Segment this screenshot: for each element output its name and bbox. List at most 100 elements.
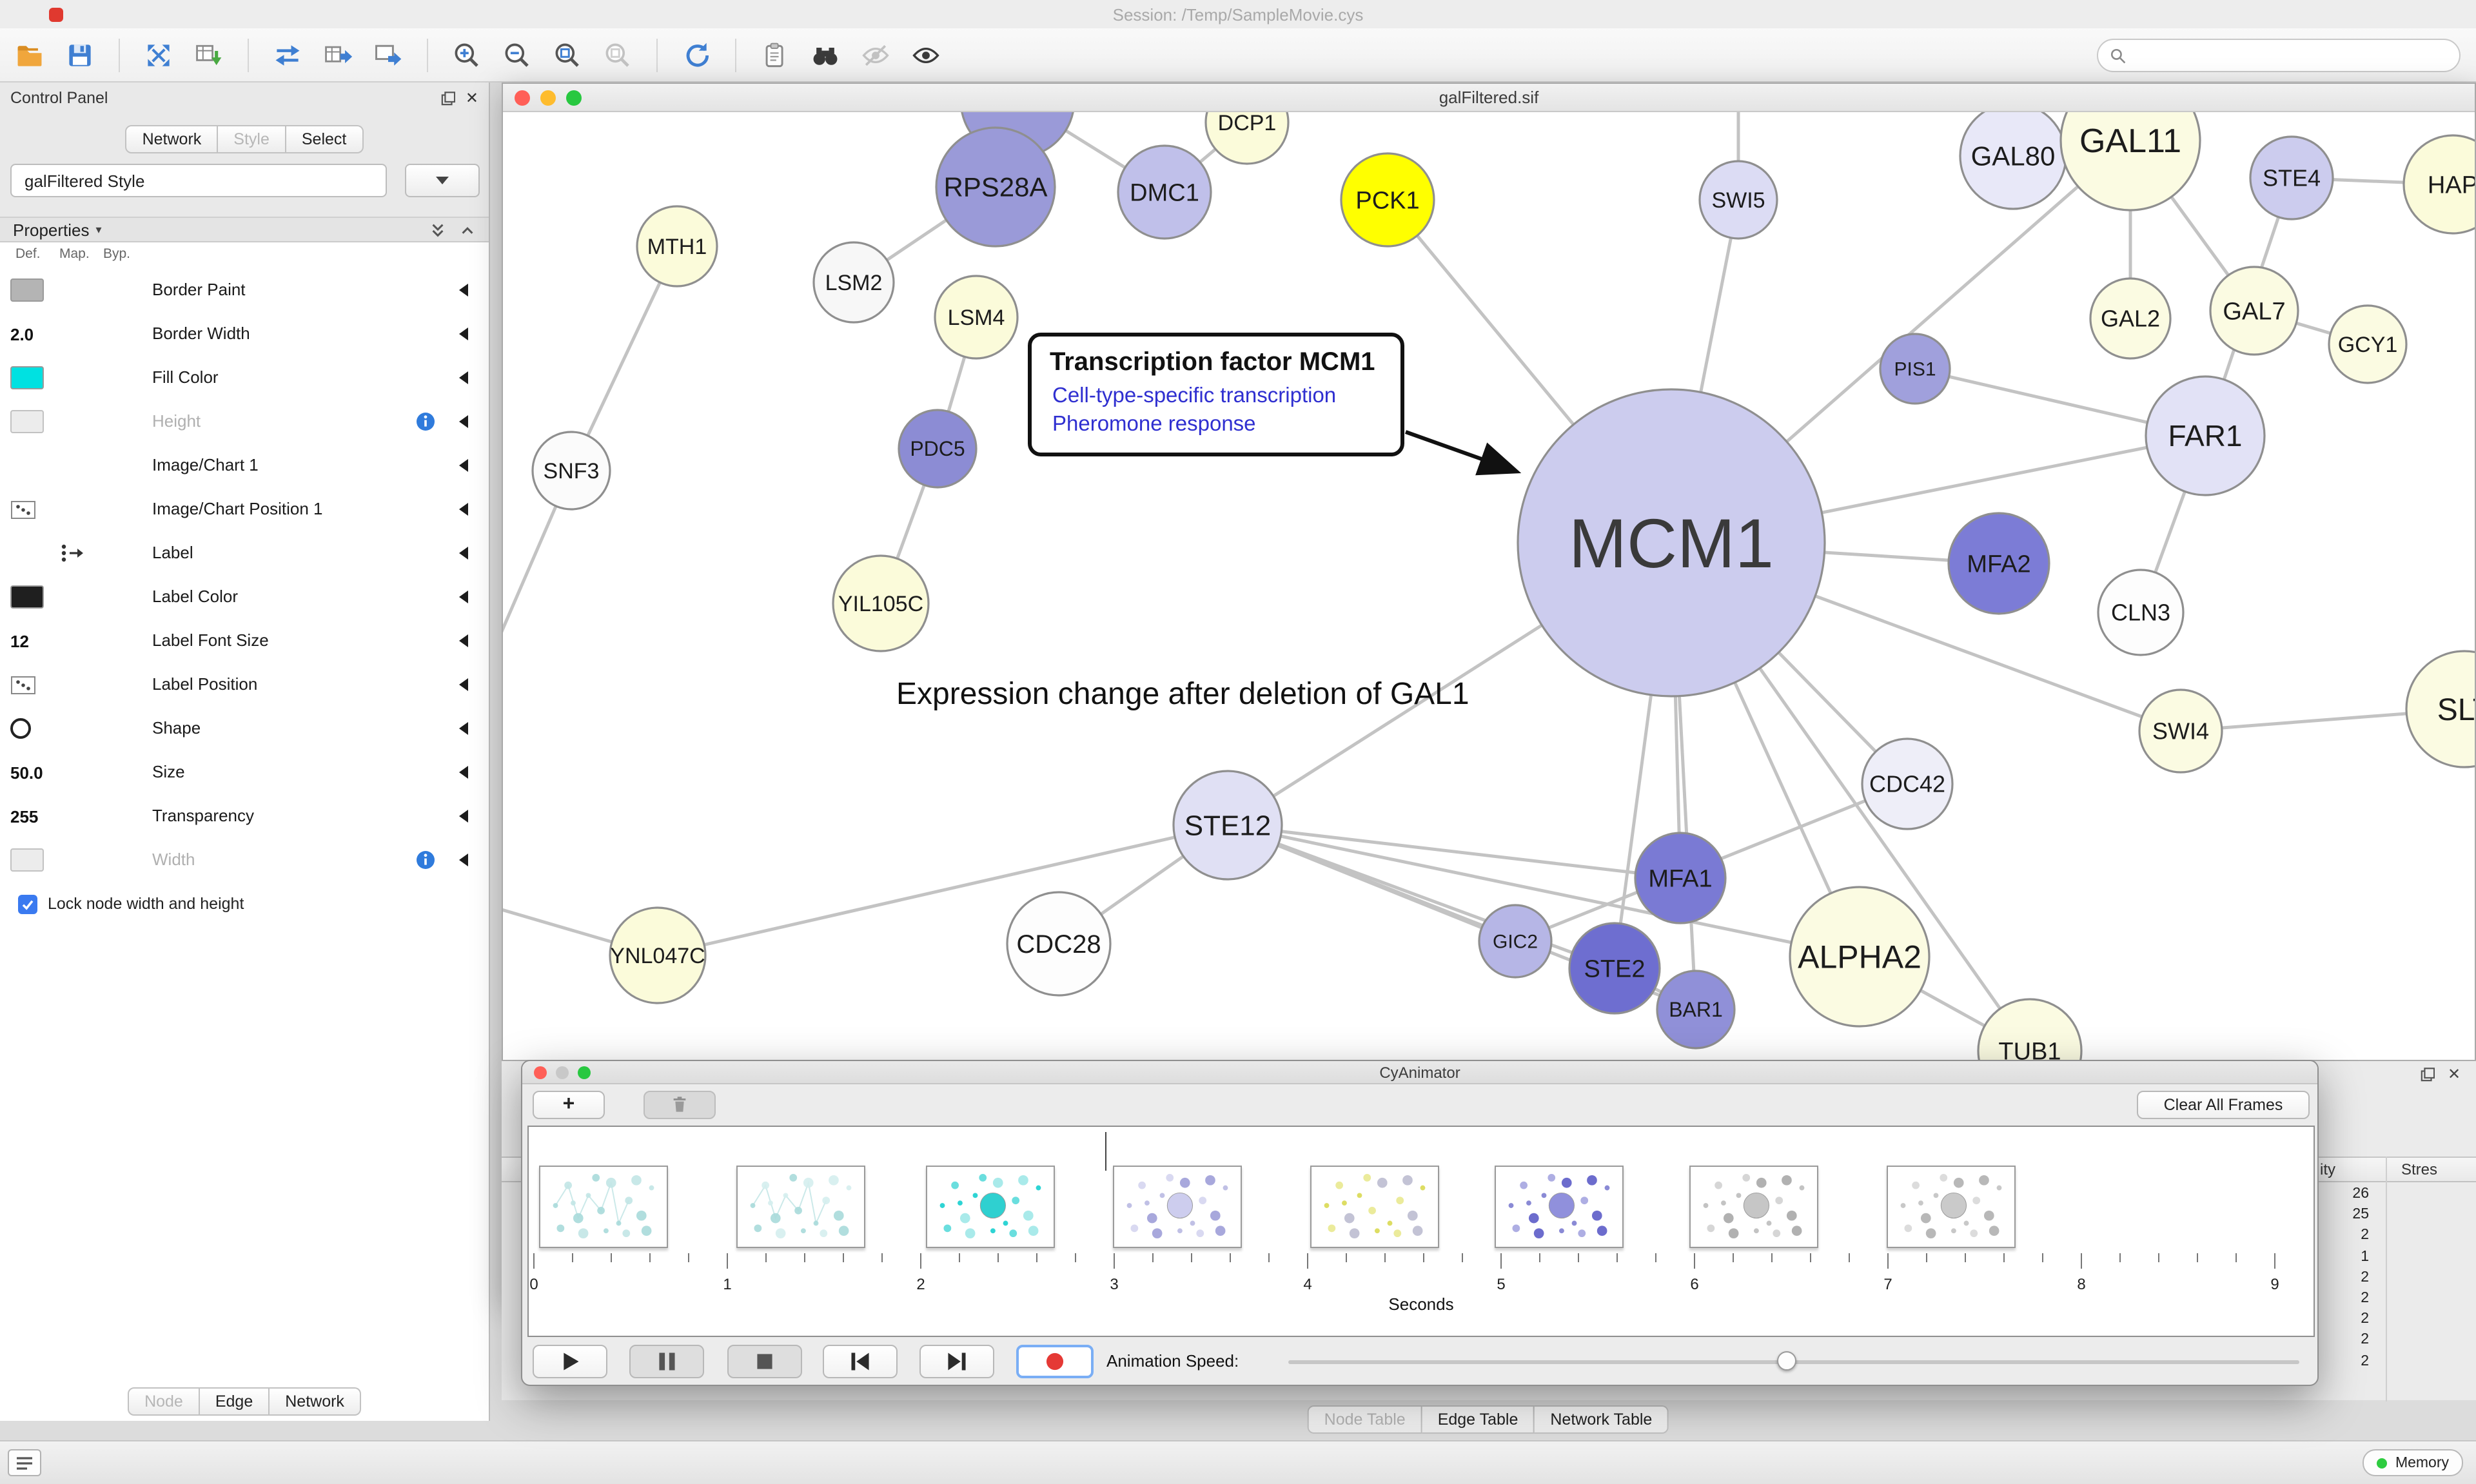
default-value-cell[interactable]: 2.0: [10, 324, 34, 344]
close-window-icon[interactable]: [515, 90, 530, 106]
network-node-dcp1[interactable]: DCP1: [1204, 112, 1290, 165]
tab-network[interactable]: Network: [125, 125, 219, 153]
default-value-cell[interactable]: [10, 663, 62, 707]
default-value-cell[interactable]: [10, 356, 62, 400]
show-all-icon[interactable]: [909, 38, 943, 72]
expand-row-arrow-icon[interactable]: [459, 503, 468, 516]
expand-row-arrow-icon[interactable]: [459, 284, 468, 297]
frame-thumbnail-1[interactable]: [539, 1166, 668, 1248]
zoom-window-icon[interactable]: [566, 90, 582, 106]
mapping-cell[interactable]: [59, 663, 101, 707]
network-node-pck1[interactable]: PCK1: [1340, 152, 1435, 248]
network-node-mcm1[interactable]: MCM1: [1517, 388, 1826, 698]
copy-view-icon[interactable]: [758, 38, 792, 72]
app-titlebar[interactable]: Session: /Temp/SampleMovie.cys: [0, 0, 2476, 28]
mapping-cell[interactable]: [59, 312, 101, 356]
table-cell-value[interactable]: 2: [2361, 1290, 2369, 1306]
frame-thumbnail-2[interactable]: [736, 1166, 865, 1248]
memory-button[interactable]: Memory: [2363, 1449, 2463, 1476]
table-tab-network-table[interactable]: Network Table: [1535, 1405, 1669, 1434]
network-node-yil105c[interactable]: YIL105C: [832, 554, 930, 652]
frame-thumbnail-3[interactable]: [926, 1166, 1055, 1248]
network-node-dmc1[interactable]: DMC1: [1117, 144, 1212, 240]
network-node-slt[interactable]: SLT: [2405, 650, 2475, 768]
network-node-ynl047c[interactable]: YNL047C: [609, 906, 707, 1004]
zoom-window-icon[interactable]: [578, 1066, 591, 1079]
property-row-image-chart-1[interactable]: Image/Chart 1: [0, 444, 489, 487]
zoom-fit-icon[interactable]: [551, 38, 584, 72]
annotation-box[interactable]: Transcription factor MCM1 Cell-type-spec…: [1028, 333, 1404, 456]
save-session-icon[interactable]: [63, 38, 97, 72]
expand-row-arrow-icon[interactable]: [459, 634, 468, 647]
network-edge[interactable]: [569, 245, 679, 472]
expand-row-arrow-icon[interactable]: [459, 810, 468, 823]
annotation-link[interactable]: Cell-type-specific transcription: [1052, 384, 1337, 407]
mapping-cell[interactable]: [59, 575, 101, 619]
expand-row-arrow-icon[interactable]: [459, 371, 468, 384]
table-tab-edge-table[interactable]: Edge Table: [1422, 1405, 1535, 1434]
expand-all-icon[interactable]: [429, 221, 446, 238]
network-node-ste2[interactable]: STE2: [1568, 922, 1661, 1015]
network-node-snf3[interactable]: SNF3: [531, 431, 611, 511]
network-node-swi4[interactable]: SWI4: [2138, 688, 2223, 774]
network-node-mth1[interactable]: MTH1: [636, 205, 718, 288]
console-toggle-button[interactable]: [8, 1449, 41, 1476]
float-panel-icon[interactable]: [441, 91, 455, 105]
mapping-cell[interactable]: [59, 794, 101, 838]
expand-row-arrow-icon[interactable]: [459, 415, 468, 428]
tab-style[interactable]: Style: [218, 125, 286, 153]
export-table-icon[interactable]: [321, 38, 355, 72]
go-to-end-button[interactable]: [919, 1345, 994, 1378]
default-value-cell[interactable]: [10, 444, 62, 487]
expand-row-arrow-icon[interactable]: [459, 547, 468, 560]
column-header[interactable]: ity: [2320, 1160, 2335, 1178]
default-value-cell[interactable]: 50.0: [10, 763, 43, 782]
network-node-cln3[interactable]: CLN3: [2097, 569, 2185, 656]
network-node-gal2[interactable]: GAL2: [2089, 277, 2172, 360]
info-icon[interactable]: [415, 411, 436, 432]
first-neighbors-icon[interactable]: [809, 38, 842, 72]
network-edge[interactable]: [1227, 823, 1681, 880]
table-cell-value[interactable]: 2: [2361, 1353, 2369, 1369]
lock-checkbox[interactable]: [18, 894, 37, 913]
style-options-button[interactable]: [405, 164, 480, 197]
property-row-width[interactable]: Width: [0, 838, 489, 882]
default-value-cell[interactable]: 255: [10, 806, 39, 826]
table-cell-value[interactable]: 2: [2361, 1311, 2369, 1327]
expand-row-arrow-icon[interactable]: [459, 854, 468, 866]
network-edge[interactable]: [1227, 823, 1860, 959]
default-value-cell[interactable]: [10, 707, 62, 750]
default-value-cell[interactable]: [10, 575, 62, 619]
export-image-icon[interactable]: [371, 38, 405, 72]
network-node-pdc5[interactable]: PDC5: [898, 409, 978, 489]
annotation-link[interactable]: Pheromone response: [1052, 412, 1256, 436]
style-target-tab-edge[interactable]: Edge: [199, 1387, 270, 1416]
default-value-cell[interactable]: [10, 531, 62, 575]
delete-frame-button[interactable]: [644, 1091, 716, 1119]
frame-thumbnail-5[interactable]: [1310, 1166, 1439, 1248]
frame-thumbnail-7[interactable]: [1689, 1166, 1818, 1248]
table-tab-node-table[interactable]: Node Table: [1307, 1405, 1422, 1434]
network-node-cdc42[interactable]: CDC42: [1861, 737, 1954, 830]
lock-size-row[interactable]: Lock node width and height: [0, 890, 244, 918]
table-cell-value[interactable]: 2: [2361, 1227, 2369, 1244]
property-row-label-position[interactable]: Label Position: [0, 663, 489, 707]
mapping-cell[interactable]: [59, 444, 101, 487]
open-file-icon[interactable]: [13, 38, 46, 72]
import-table-icon[interactable]: [192, 38, 226, 72]
network-node-gal80[interactable]: GAL80: [1959, 112, 2067, 210]
property-row-image-chart-position-1[interactable]: Image/Chart Position 1: [0, 487, 489, 531]
default-value-cell[interactable]: [10, 838, 62, 882]
frame-thumbnail-8[interactable]: [1887, 1166, 2016, 1248]
network-edge[interactable]: [503, 470, 573, 718]
network-node-hap[interactable]: HAP: [2402, 134, 2475, 235]
search-box[interactable]: [2097, 39, 2461, 72]
frame-thumbnail-6[interactable]: [1495, 1166, 1624, 1248]
stop-button[interactable]: [727, 1345, 802, 1378]
mapping-cell[interactable]: [59, 750, 101, 794]
property-row-label-color[interactable]: Label Color: [0, 575, 489, 619]
network-edge[interactable]: [657, 823, 1228, 957]
